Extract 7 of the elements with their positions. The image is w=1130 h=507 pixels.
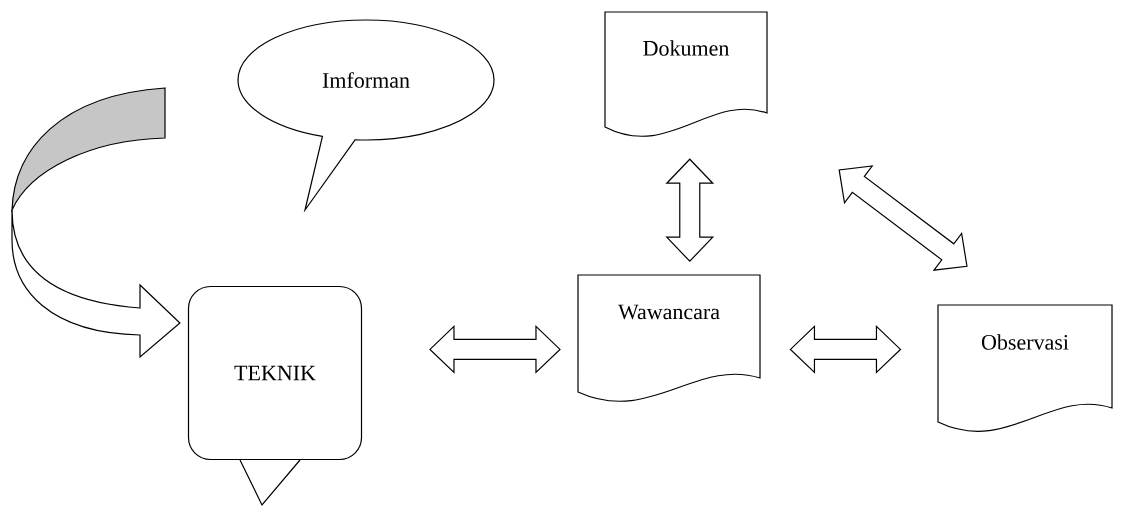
speech-bubble: Imforman <box>237 19 495 211</box>
curved-arrow <box>11 87 181 358</box>
speech-bubble: TEKNIK <box>187 285 363 507</box>
block-arrow <box>665 158 715 263</box>
block-arrow <box>429 325 561 374</box>
block-arrow <box>838 165 968 271</box>
block-arrow <box>789 325 902 374</box>
